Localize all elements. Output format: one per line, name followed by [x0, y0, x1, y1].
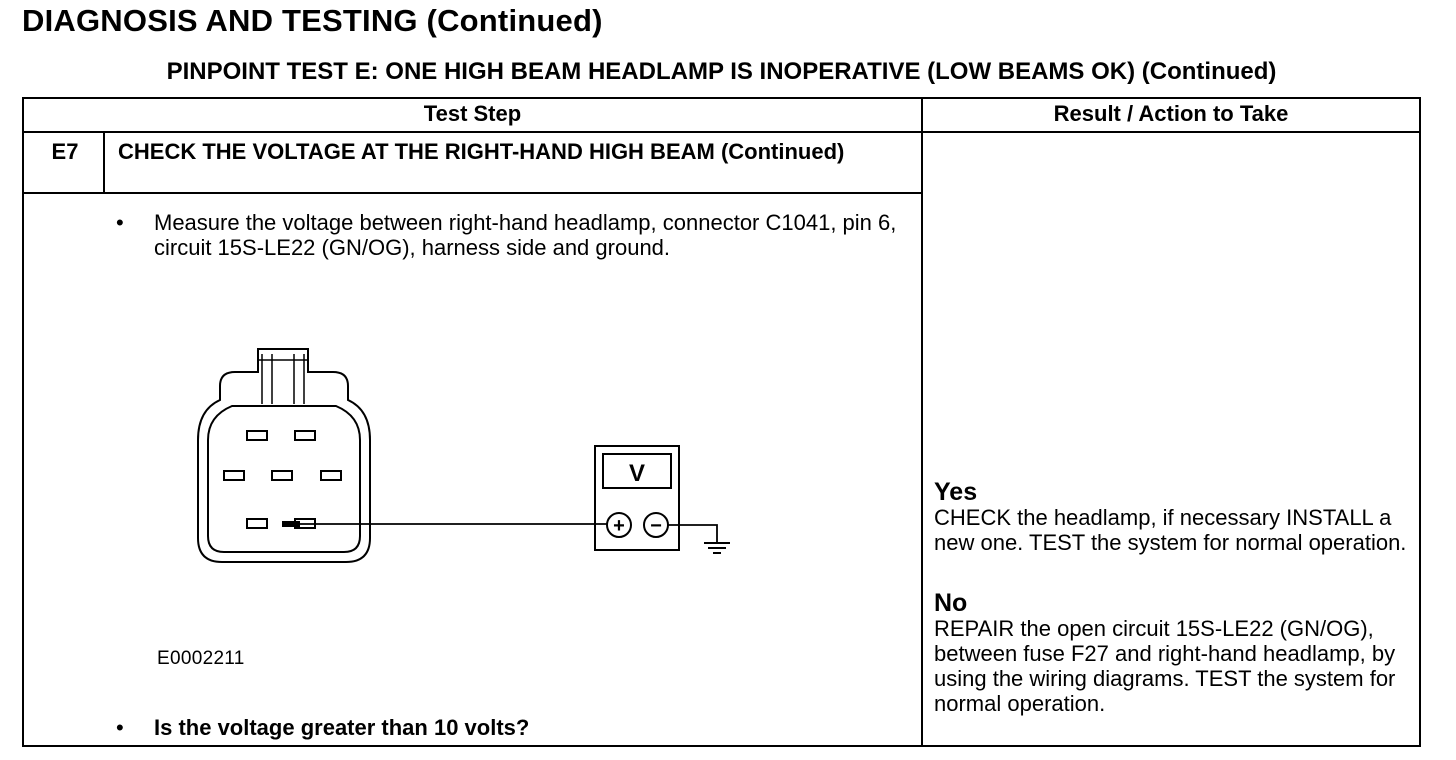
bullet-marker: •	[116, 210, 124, 235]
connector-inner-outline	[207, 405, 361, 553]
voltmeter-display	[602, 453, 672, 489]
connector-voltmeter-diagram: V + −	[197, 348, 730, 563]
step-title: CHECK THE VOLTAGE AT THE RIGHT-HAND HIGH…	[118, 139, 845, 164]
header-divider	[22, 131, 1421, 133]
step-question: Is the voltage greater than 10 volts?	[154, 715, 530, 740]
pin-cavity	[294, 430, 316, 441]
page-heading: DIAGNOSIS AND TESTING (Continued)	[22, 3, 603, 38]
step-instruction: Measure the voltage between right-hand h…	[154, 210, 897, 260]
ground-lead	[668, 524, 718, 543]
minus-symbol: −	[650, 515, 662, 537]
connector-housing	[197, 348, 371, 563]
result-yes-label: Yes	[934, 478, 978, 506]
step-id-divider	[103, 131, 105, 194]
result-no-action: REPAIR the open circuit 15S-LE22 (GN/OG)…	[934, 616, 1396, 716]
column-header-test-step: Test Step	[423, 101, 522, 126]
voltmeter-body	[594, 445, 680, 551]
positive-terminal	[606, 512, 632, 538]
column-header-result: Result / Action to Take	[1053, 101, 1289, 126]
pinpoint-test-title: PINPOINT TEST E: ONE HIGH BEAM HEADLAMP …	[166, 58, 1277, 85]
plus-symbol: +	[613, 515, 625, 537]
test-table	[22, 97, 1421, 747]
meter-label: V	[629, 460, 645, 487]
column-divider	[921, 97, 923, 747]
figure-reference: E0002211	[157, 648, 245, 669]
step-id: E7	[51, 139, 79, 164]
step-title-divider	[22, 192, 922, 194]
pin-cavity	[246, 518, 268, 529]
probe-tip	[282, 521, 300, 527]
pin-cavity	[223, 470, 245, 481]
pin-cavity	[271, 470, 293, 481]
result-no-label: No	[934, 589, 968, 617]
bullet-marker: •	[116, 715, 124, 740]
result-yes-action: CHECK the headlamp, if necessary INSTALL…	[934, 505, 1407, 555]
pin-cavity	[320, 470, 342, 481]
pin-cavity	[246, 430, 268, 441]
